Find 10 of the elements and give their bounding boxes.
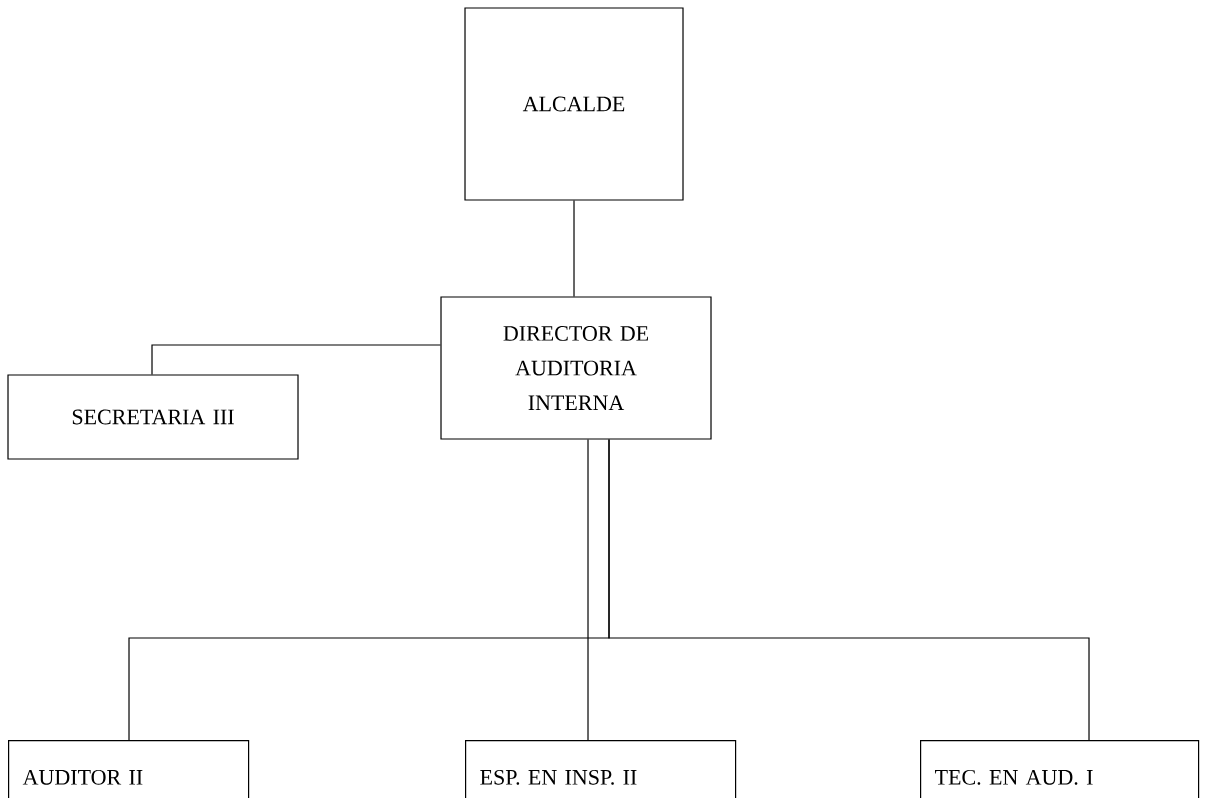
- connector-line: [608, 439, 1090, 741]
- org-box: TEC. EN AUD. I: [920, 740, 1200, 798]
- connector-line: [587, 439, 589, 741]
- org-box: ALCALDE: [464, 7, 684, 201]
- connector-line: [573, 200, 575, 297]
- org-box: AUDITOR II: [8, 740, 250, 798]
- org-box: SECRETARIA III: [7, 374, 299, 460]
- connector-line: [151, 344, 441, 375]
- org-box: DIRECTOR DE AUDITORIA INTERNA: [440, 296, 712, 440]
- org-box: ESP. EN INSP. II: [465, 740, 737, 798]
